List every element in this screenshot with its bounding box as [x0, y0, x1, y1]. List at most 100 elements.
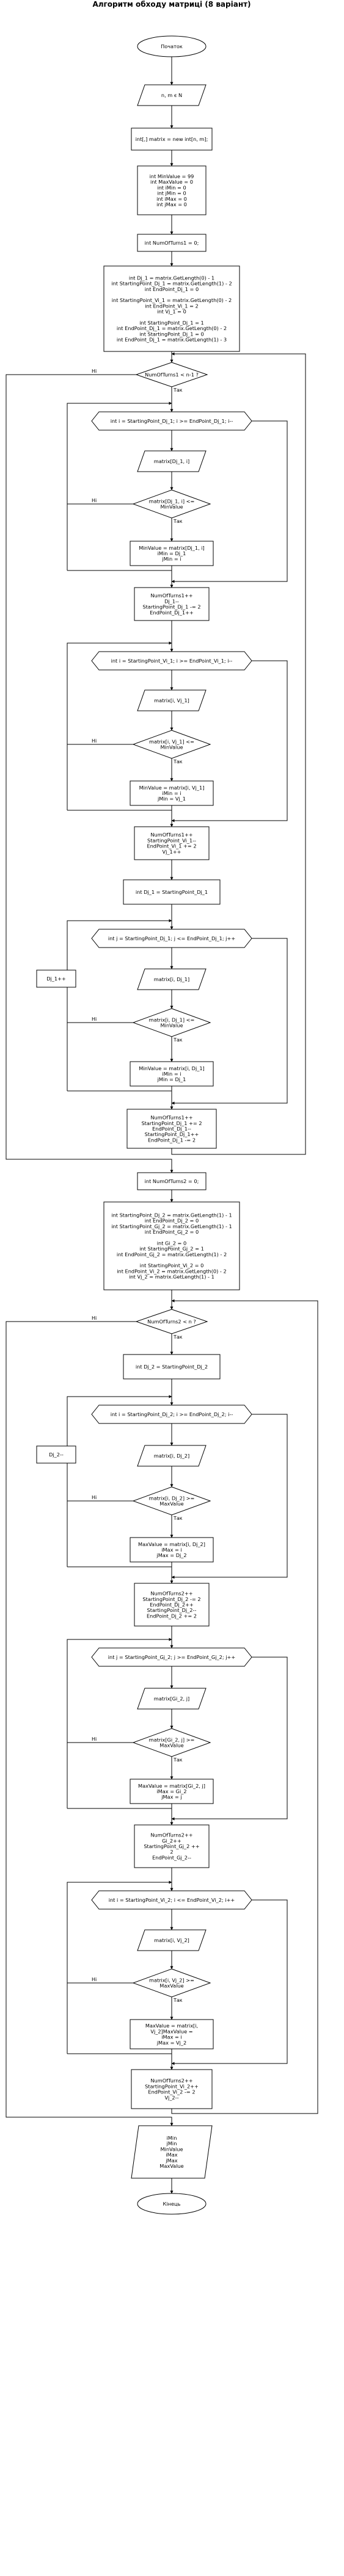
- connector-line: [171, 1414, 288, 1579]
- connector-line: [171, 1657, 288, 1821]
- connector-line: [67, 1395, 172, 1567]
- no-label: Ні: [92, 369, 97, 374]
- node-text: int Gi_2 = 0: [157, 1240, 186, 1246]
- node-text: MaxValue: [159, 1743, 183, 1749]
- node-text: EndPoint_Dj_1++: [150, 610, 194, 616]
- node-text: int EndPoint_Vi_1 = 2: [145, 303, 199, 309]
- node-text: int Dj_1 = matrix.GetLength(0) - 1: [129, 275, 214, 281]
- node-text: int Dj_2 = StartingPoint_Dj_2: [136, 1364, 208, 1370]
- node-text: MinValue = matrix[i, Vj_1]: [139, 785, 205, 791]
- node-text: int StartingPoint_Vi_1 = matrix.GetLengt…: [112, 297, 232, 303]
- no-label: Ні: [92, 1016, 97, 1022]
- connector-line: [67, 641, 172, 810]
- node-text: MaxValue = matrix[i, Dj_2]: [138, 1541, 205, 1547]
- node-text: MinValue: [160, 504, 183, 510]
- node-text: MinValue = matrix[i, Dj_1]: [139, 1065, 205, 1071]
- node-text: int Dj_1 = StartingPoint_Dj_1: [136, 889, 208, 895]
- node-text: n, m є N: [161, 92, 182, 98]
- connector-line: [67, 1804, 172, 1809]
- yes-label: Так: [173, 387, 183, 393]
- node-text: matrix[Gi_2, j] >=: [149, 1736, 195, 1743]
- loop-shape: [91, 651, 252, 671]
- node-in-nm: n, m є N: [137, 84, 207, 106]
- node-text: Vj_1++: [163, 849, 181, 855]
- process-shape: [130, 541, 214, 566]
- node-text: jMax: [165, 2157, 177, 2164]
- node-text: matrix[i, Dj_1] <=: [149, 1016, 195, 1023]
- node-text: int iMax = 0: [156, 196, 187, 202]
- no-label: Ні: [92, 1736, 97, 1742]
- node-text: MaxValue = matrix[Gi_2, j]: [138, 1783, 205, 1789]
- node-text: Gi_2++: [162, 1838, 181, 1844]
- node-upd2: NumOfTurns1++StartingPoint_Vi_1--EndPoin…: [134, 826, 210, 860]
- node-di-assign: int Dj_1 = StartingPoint_Dj_1: [123, 879, 221, 905]
- decision-shape: [132, 1486, 211, 1516]
- node-text: iMin = i: [162, 1071, 181, 1077]
- node-text: int StartingPoint_Dj_2 = matrix.GetLengt…: [111, 1212, 232, 1218]
- loop-shape: [91, 1647, 252, 1667]
- node-text: MinValue = matrix[Dj_1, i]: [139, 545, 205, 551]
- node-text: matrix[i, Dj_1]: [154, 976, 189, 982]
- decision-shape: [132, 1968, 211, 1998]
- node-text: Dj_1++: [46, 976, 66, 982]
- connector-line: [5, 374, 174, 1173]
- node-upd6: NumOfTurns2++StartingPoint_Vi_2++EndPoin…: [131, 2069, 213, 2109]
- node-text: jMin: [166, 2140, 177, 2146]
- node-text: iMax: [166, 2152, 177, 2158]
- process-shape: [130, 1779, 214, 1804]
- node-cmp3: matrix[i, Dj_1] <=MinValue: [132, 1008, 211, 1037]
- node-cond-turns2: NumOfTurns2 < n ?: [135, 1309, 208, 1334]
- node-text: NumOfTurns2++: [150, 2078, 192, 2084]
- process-shape: [36, 970, 76, 988]
- node-text: Dj_2--: [49, 1452, 64, 1458]
- node-text: int EndPoint_Dj_1 = 0: [145, 286, 199, 292]
- no-label: Ні: [92, 1315, 97, 1321]
- decision-shape: [132, 1008, 211, 1037]
- node-text: jMin = Vj_1: [157, 796, 186, 802]
- node-loop3: int j = StartingPoint_Dj_1; j <= EndPoin…: [91, 929, 252, 948]
- node-set6: MaxValue = matrix[i,Vj_2]MaxValue =iMax …: [130, 2019, 214, 2049]
- terminal-shape: [137, 35, 207, 57]
- no-label: Ні: [92, 1495, 97, 1500]
- node-text: iMin: [167, 2135, 177, 2141]
- process-shape: [130, 1061, 214, 1087]
- node-text: int EndPoint_Dj_2 = 0: [145, 1218, 199, 1224]
- node-text: EndPoint_Dj_2 += 2: [147, 1613, 197, 1619]
- node-loop1: int i = StartingPoint_Dj_1; i >= EndPoin…: [91, 411, 252, 431]
- node-text: iMax = i: [161, 2034, 182, 2040]
- node-start: Початок: [137, 35, 207, 57]
- no-label: Ні: [92, 1977, 97, 1982]
- node-text: int StartingPoint_Dj_1 = matrix.GetLengt…: [111, 281, 232, 287]
- process-shape: [123, 879, 221, 905]
- connector-line: [67, 805, 172, 811]
- process-shape: [137, 1172, 207, 1190]
- node-text: int i = StartingPoint_Vi_1; i >= EndPoin…: [111, 658, 233, 664]
- terminal-shape: [137, 2193, 207, 2215]
- node-text: matrix[i, Vj_2] >=: [149, 1977, 194, 1983]
- node-text: int iMin = 0: [157, 184, 186, 190]
- io-shape: [137, 1445, 207, 1467]
- connector-line: [67, 1086, 172, 1092]
- node-text: int i = StartingPoint_Dj_2; i >= EndPoin…: [111, 1411, 233, 1417]
- node-text: int i = StartingPoint_Vi_2; i <= EndPoin…: [109, 1897, 235, 1903]
- node-text: matrix[i, Dj_2] >=: [149, 1495, 195, 1501]
- node-set1: MinValue = matrix[Dj_1, i]iMin = Dj_1jMi…: [130, 541, 214, 566]
- node-text: NumOfTurns2++: [150, 1591, 192, 1597]
- node-text: iMin = i: [162, 790, 181, 796]
- node-text: EndPoint_Gj_2--: [152, 1854, 191, 1860]
- connector-line: [67, 401, 172, 570]
- node-text: int StartingPoint_Gj_2 = matrix.GetLengt…: [111, 1223, 232, 1229]
- connector-line: [67, 919, 172, 1091]
- loop-shape: [91, 1890, 252, 1910]
- node-text: jMax = Vj_2: [156, 2040, 186, 2046]
- node-text: MinValue: [160, 744, 183, 750]
- connector-line: [67, 2049, 172, 2054]
- connector-line: [67, 1562, 172, 1567]
- decision-shape: [132, 1728, 211, 1757]
- node-text: MaxValue: [159, 2163, 183, 2169]
- node-upd3: NumOfTurns1++StartingPoint_Dj_1 += 2EndP…: [126, 1109, 217, 1149]
